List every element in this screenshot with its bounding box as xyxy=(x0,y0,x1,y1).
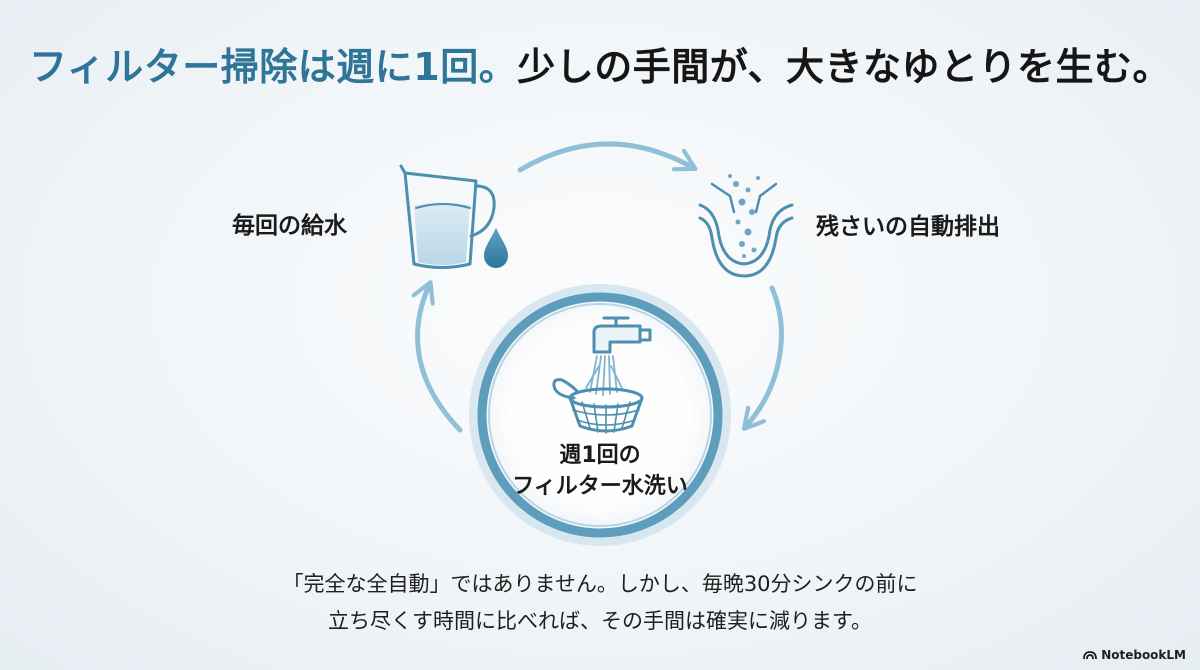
strainer-icon xyxy=(552,378,644,434)
footnote: 「完全な全自動」ではありません。しかし、毎晩30分シンクの前に 立ち尽くす時間に… xyxy=(0,566,1200,640)
drain-debris xyxy=(728,174,760,258)
title-accent: フィルター掃除は週に1回。 xyxy=(29,45,518,89)
arrow-top xyxy=(517,141,698,173)
water-drop-icon xyxy=(484,228,508,268)
center-ring xyxy=(477,292,723,538)
label-auto-drain: 残さいの自動排出 xyxy=(816,214,1000,240)
center-label-line2: フィルター水洗い xyxy=(512,474,688,499)
pitcher-icon xyxy=(399,164,496,269)
page-title: フィルター掃除は週に1回。少しの手間が、大きなゆとりを生む。 xyxy=(0,36,1200,91)
center-label-line1: 週1回の xyxy=(559,443,641,468)
drain-icon xyxy=(698,182,794,278)
arrow-left xyxy=(411,280,463,433)
center-label: 週1回の フィルター水洗い xyxy=(500,440,700,502)
footnote-line2: 立ち尽くす時間に比べれば、その手間は確実に減ります。 xyxy=(328,609,872,633)
label-supply: 毎回の給水 xyxy=(232,213,347,239)
title-rest: 少しの手間が、大きなゆとりを生む。 xyxy=(517,45,1171,89)
notebooklm-logo-icon xyxy=(1083,651,1098,660)
arrow-right xyxy=(741,285,784,431)
brand-label: NotebookLM xyxy=(1101,648,1186,662)
brand-badge: NotebookLM xyxy=(1083,648,1186,662)
faucet-icon xyxy=(592,316,652,354)
footnote-line1: 「完全な全自動」ではありません。しかし、毎晩30分シンクの前に xyxy=(282,572,918,596)
